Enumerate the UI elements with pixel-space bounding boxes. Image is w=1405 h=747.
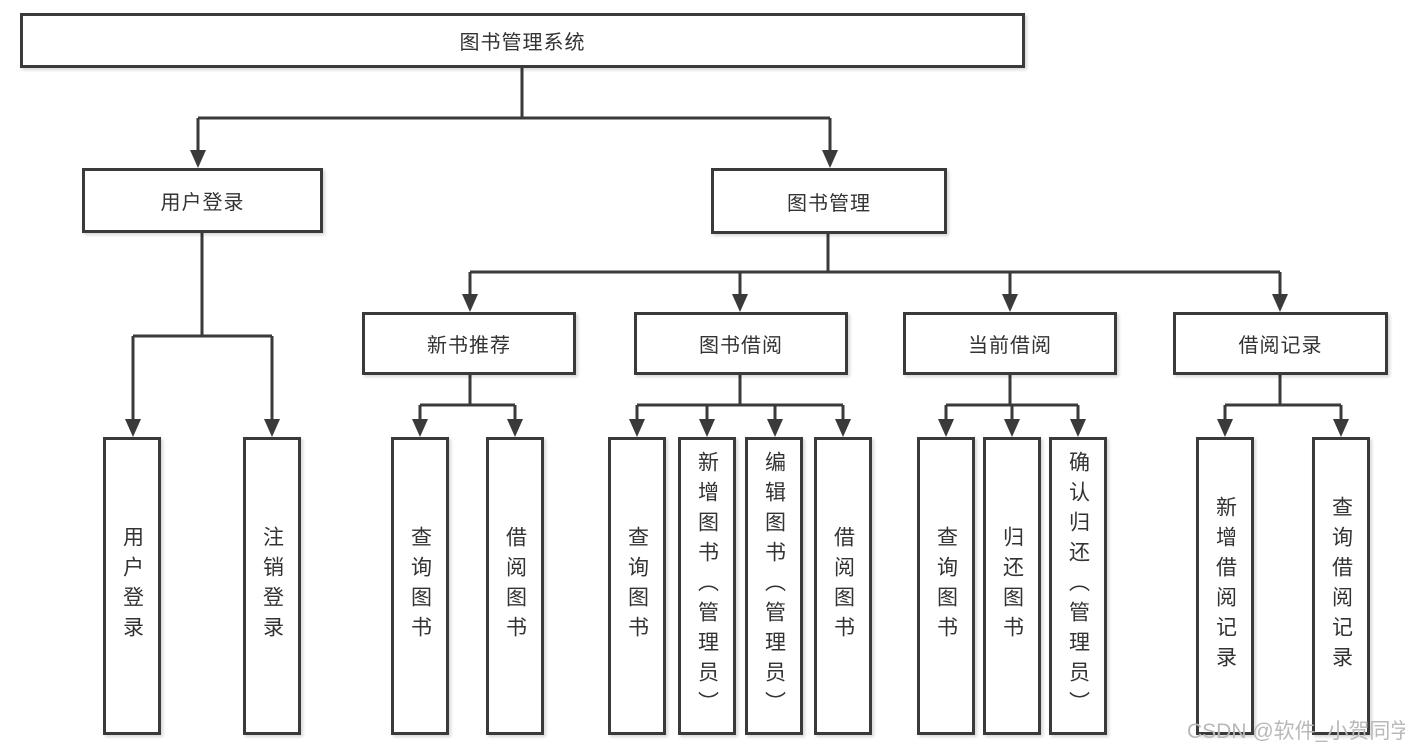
- arrow-icon: [1002, 294, 1018, 312]
- leaf-label: 查询图书: [625, 526, 649, 646]
- node-book-management: 图书管理: [711, 168, 947, 234]
- leaf-label: 查询借阅记录: [1329, 496, 1353, 676]
- node-label: 借阅记录: [1238, 335, 1323, 357]
- arrow-icon: [1272, 294, 1288, 312]
- leaf-label: 查询图书: [934, 526, 958, 646]
- leaf-borrow-books-newbooks: 借阅图书: [486, 437, 544, 735]
- leaf-edit-books-admin: 编辑图书（管理员）: [745, 437, 803, 735]
- connector-new-books: [418, 375, 517, 421]
- node-new-book-recommend: 新书推荐: [362, 312, 576, 375]
- leaf-confirm-return-admin: 确认归还（管理员）: [1049, 437, 1107, 735]
- node-label: 图书借阅: [699, 335, 783, 357]
- arrow-icon: [462, 294, 478, 312]
- arrow-icon: [822, 150, 838, 168]
- arrow-icon: [264, 419, 280, 437]
- leaf-label: 新增借阅记录: [1213, 496, 1237, 676]
- arrow-icon: [507, 419, 523, 437]
- arrow-icon: [1070, 419, 1086, 437]
- leaf-query-books-newbooks: 查询图书: [391, 437, 449, 735]
- arrow-icon: [1217, 419, 1233, 437]
- leaf-query-books-borrow: 查询图书: [608, 437, 666, 735]
- node-borrowing-records: 借阅记录: [1173, 312, 1388, 375]
- leaf-label: 归还图书: [1000, 526, 1024, 646]
- leaf-add-borrow-record: 新增借阅记录: [1196, 437, 1254, 735]
- leaf-query-books-current: 查询图书: [917, 437, 975, 735]
- node-user-login: 用户登录: [82, 168, 323, 233]
- leaf-user-login: 用户登录: [103, 437, 161, 735]
- arrow-icon: [1333, 419, 1349, 437]
- leaf-label: 注销登录: [260, 526, 284, 646]
- connector-current-borrow: [944, 375, 1080, 421]
- node-root-system: 图书管理系统: [20, 13, 1025, 68]
- connector-root: [196, 68, 832, 152]
- arrow-icon: [835, 419, 851, 437]
- node-label: 图书管理: [787, 192, 871, 215]
- leaf-return-books: 归还图书: [983, 437, 1041, 735]
- node-current-borrowing: 当前借阅: [903, 312, 1117, 375]
- connector-user-login: [131, 233, 274, 421]
- leaf-label: 借阅图书: [831, 526, 855, 646]
- arrow-icon: [732, 294, 748, 312]
- arrow-icon: [190, 150, 206, 168]
- leaf-label: 用户登录: [120, 526, 144, 646]
- node-label: 当前借阅: [968, 335, 1052, 357]
- arrow-icon: [1004, 419, 1020, 437]
- arrow-icon: [767, 419, 783, 437]
- csdn-watermark: CSDN @软件_小贺同学: [1187, 720, 1405, 743]
- leaf-add-books-admin: 新增图书（管理员）: [678, 437, 736, 735]
- leaf-logout: 注销登录: [243, 437, 301, 735]
- node-book-borrowing: 图书借阅: [634, 312, 848, 375]
- leaf-query-borrow-record: 查询借阅记录: [1312, 437, 1370, 735]
- connector-book-mgmt: [468, 234, 1282, 296]
- arrow-icon: [629, 419, 645, 437]
- arrow-icon: [699, 419, 715, 437]
- node-label: 新书推荐: [427, 335, 511, 357]
- node-label: 图书管理系统: [459, 32, 586, 54]
- arrow-icon: [125, 419, 141, 437]
- node-label: 用户登录: [160, 192, 245, 214]
- leaf-label: 新增图书（管理员）: [695, 451, 719, 721]
- leaf-label: 借阅图书: [503, 526, 527, 646]
- leaf-label: 编辑图书（管理员）: [762, 451, 786, 721]
- arrow-icon: [938, 419, 954, 437]
- leaf-label: 查询图书: [408, 526, 432, 646]
- connector-book-borrow: [635, 375, 845, 421]
- connector-borrow-records: [1223, 375, 1343, 421]
- arrow-icon: [412, 419, 428, 437]
- arrowheads: [125, 150, 1349, 437]
- leaf-borrow-books-borrow: 借阅图书: [814, 437, 872, 735]
- leaf-label: 确认归还（管理员）: [1066, 451, 1090, 721]
